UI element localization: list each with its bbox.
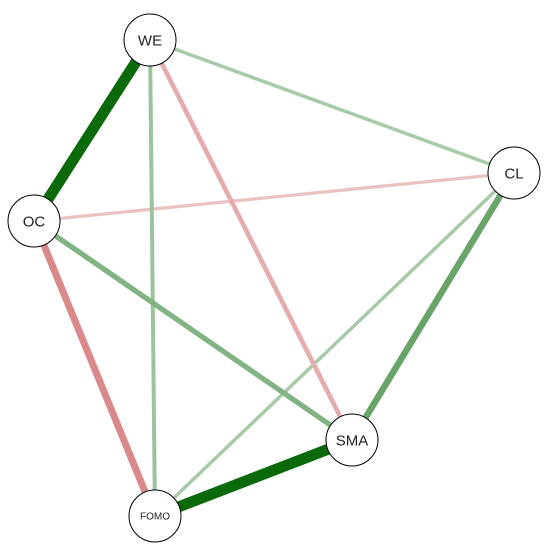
edge-we-sma bbox=[147, 38, 355, 442]
node-label: WE bbox=[138, 33, 162, 50]
edge-we-cl bbox=[149, 38, 515, 175]
edge-we-fomo bbox=[148, 39, 157, 517]
node-cl: CL bbox=[487, 146, 541, 200]
node-label: CL bbox=[504, 166, 523, 183]
node-fomo: FOMO bbox=[128, 489, 182, 543]
edge-oc-fomo bbox=[30, 219, 159, 518]
edge-fomo-sma bbox=[153, 434, 354, 522]
edge-oc-cl bbox=[33, 171, 515, 223]
node-we: WE bbox=[123, 13, 177, 67]
node-label: SMA bbox=[336, 433, 369, 450]
edge-oc-sma bbox=[32, 218, 354, 443]
edge-cl-fomo bbox=[153, 171, 516, 518]
node-sma: SMA bbox=[325, 413, 379, 467]
node-circle bbox=[7, 194, 61, 248]
node-label: FOMO bbox=[140, 512, 170, 523]
network-nodes: WE CL OC SMA FOMO bbox=[7, 13, 541, 543]
edge-we-oc bbox=[29, 37, 155, 224]
node-oc: OC bbox=[7, 194, 61, 248]
node-circle bbox=[123, 13, 177, 67]
network-edges bbox=[29, 37, 517, 522]
edge-cl-sma bbox=[349, 171, 517, 442]
node-circle bbox=[128, 489, 182, 543]
node-circle bbox=[325, 413, 379, 467]
node-label: OC bbox=[23, 214, 46, 231]
node-circle bbox=[487, 146, 541, 200]
